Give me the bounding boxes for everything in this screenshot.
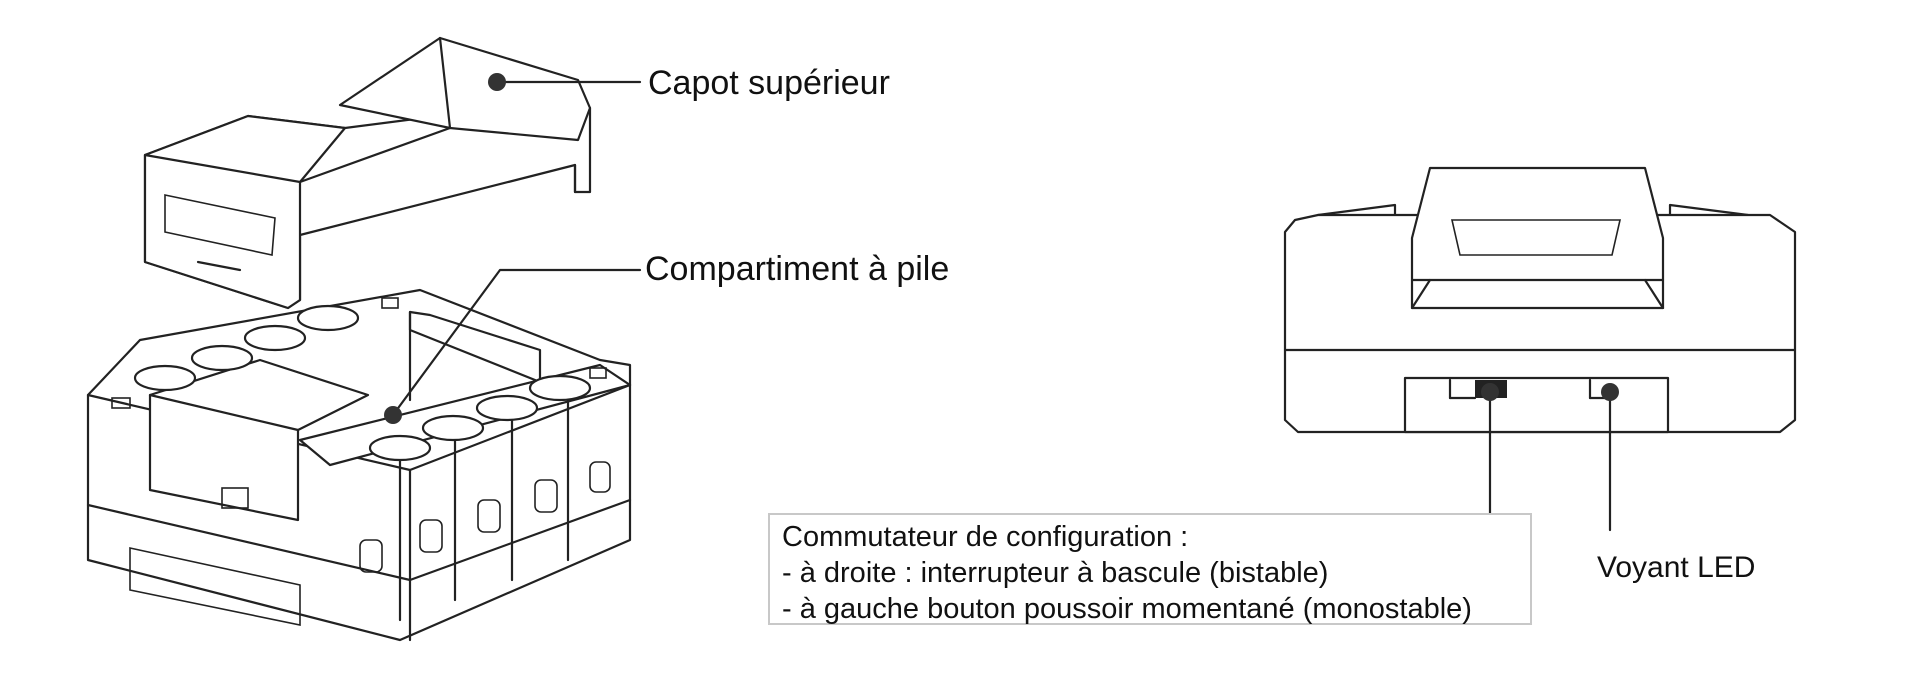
- led-pointer: [1601, 383, 1619, 401]
- top-cover-drawing: [143, 36, 592, 310]
- top-cover-pointer: [488, 73, 506, 91]
- config-switch-right-option: - à droite : interrupteur à bascule (bis…: [782, 557, 1329, 589]
- config-switch-pointer: [1481, 383, 1499, 401]
- config-switch-left-option: - à gauche bouton poussoir momentané (mo…: [782, 593, 1472, 625]
- battery-compartment-label: Compartiment à pile: [645, 250, 950, 288]
- battery-compartment-pointer: [384, 406, 402, 424]
- led-label: Voyant LED: [1597, 551, 1756, 584]
- config-switch-title: Commutateur de configuration :: [782, 521, 1189, 553]
- front-view-drawing: [1283, 166, 1797, 434]
- top-cover-label: Capot supérieur: [648, 64, 890, 102]
- config-switch-callout-box: Commutateur de configuration : - à droit…: [768, 513, 1532, 625]
- device-base-drawing: [86, 288, 632, 642]
